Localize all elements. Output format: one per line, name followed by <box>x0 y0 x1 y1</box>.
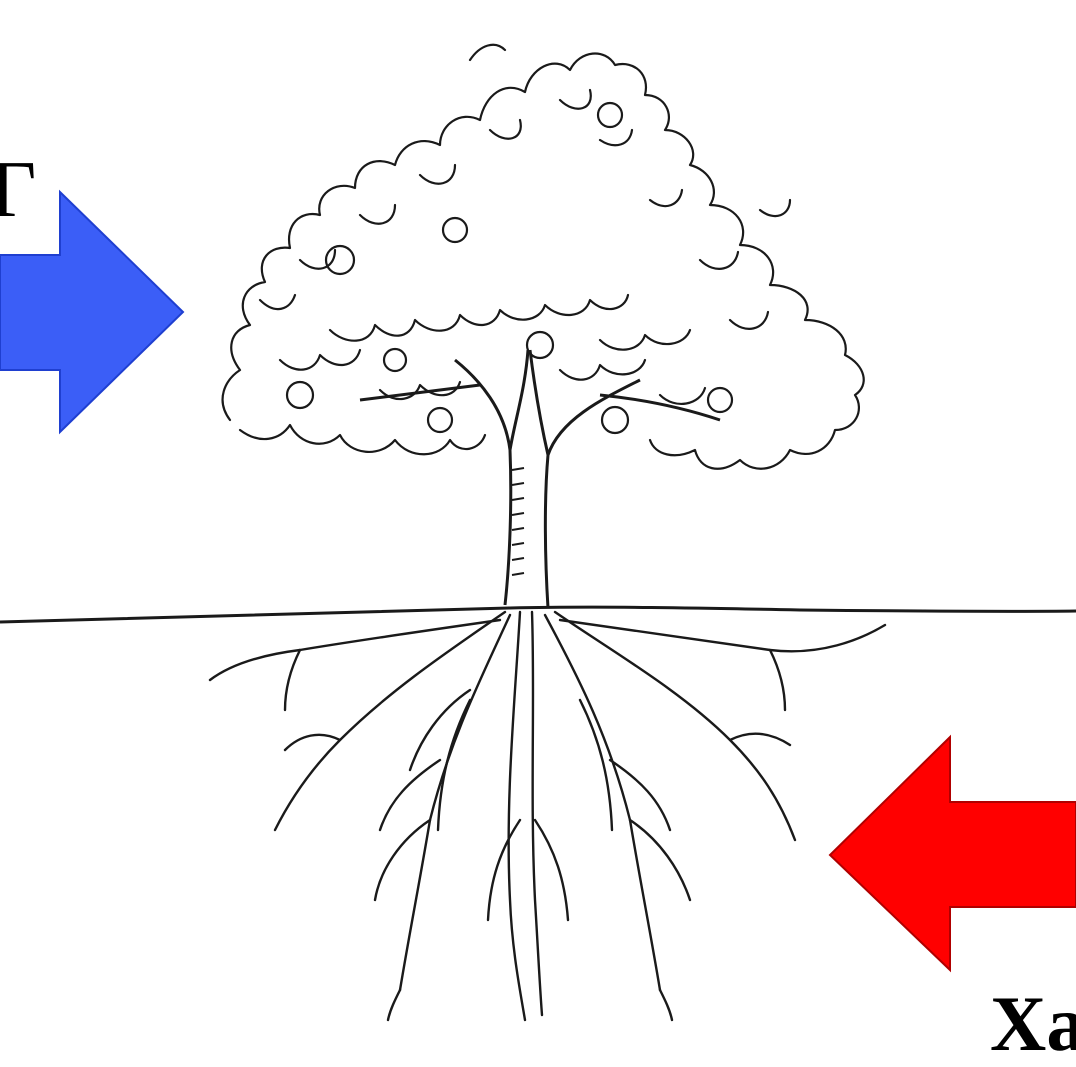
blue-arrow-right-icon <box>0 189 185 435</box>
ground-line <box>0 605 1076 624</box>
tree-diagram <box>0 43 1076 1022</box>
tree-trunk <box>359 349 721 609</box>
tree-roots <box>208 610 887 1022</box>
tree-canopy <box>221 43 865 470</box>
top-left-label: Г <box>0 146 37 234</box>
bottom-right-label: Xa <box>990 980 1076 1067</box>
slide-canvas: Г Xa <box>0 43 1076 1063</box>
red-arrow-left-icon <box>828 734 1076 973</box>
